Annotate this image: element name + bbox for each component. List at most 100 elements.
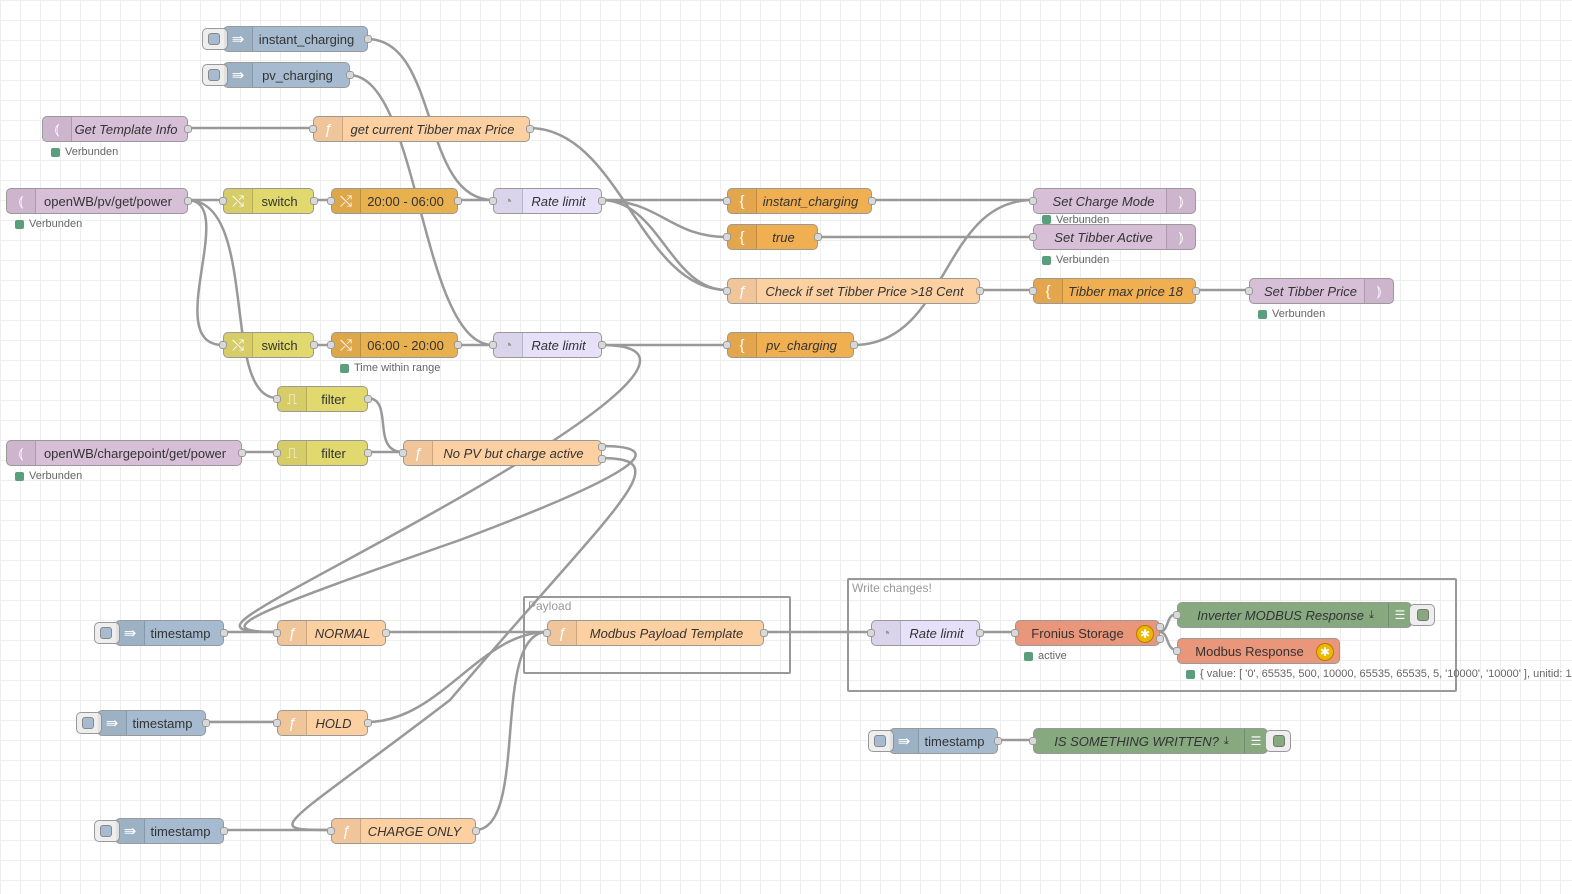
mqtt-in-node-get-template-info[interactable]: ⦅ Get Template Info Verbunden bbox=[42, 116, 192, 158]
inject-node-timestamp-3[interactable]: ⇛ timestamp bbox=[94, 818, 228, 844]
group-write-changes[interactable]: Write changes! bbox=[847, 578, 1457, 692]
output-port[interactable] bbox=[238, 449, 246, 457]
inject-trigger-button[interactable] bbox=[76, 712, 102, 734]
input-port[interactable] bbox=[723, 233, 731, 241]
output-port[interactable] bbox=[976, 287, 984, 295]
output-port[interactable] bbox=[364, 395, 372, 403]
filter-node-2[interactable]: ⎍ filter bbox=[273, 440, 372, 466]
output-port[interactable] bbox=[598, 455, 606, 463]
output-port[interactable] bbox=[814, 233, 822, 241]
output-port[interactable] bbox=[364, 35, 372, 43]
switch-node-1[interactable]: ⤭ switch bbox=[219, 188, 318, 214]
mqtt-out-node-set-charge-mode[interactable]: ⦆ Set Charge Mode Verbunden bbox=[1029, 188, 1196, 226]
input-port[interactable] bbox=[309, 125, 317, 133]
input-port[interactable] bbox=[867, 629, 875, 637]
output-port[interactable] bbox=[220, 827, 228, 835]
output-port[interactable] bbox=[598, 197, 606, 205]
input-port[interactable] bbox=[723, 197, 731, 205]
wire[interactable] bbox=[366, 396, 404, 454]
function-node-charge-only[interactable]: ƒ CHARGE ONLY bbox=[327, 818, 480, 844]
inject-trigger-button[interactable] bbox=[202, 28, 228, 50]
function-node-no-pv-but-charge-active[interactable]: ƒ No PV but charge active bbox=[399, 440, 606, 466]
output-port[interactable] bbox=[1156, 635, 1164, 643]
switch-node-2[interactable]: ⤭ switch bbox=[219, 332, 318, 358]
output-port[interactable] bbox=[454, 341, 462, 349]
input-port[interactable] bbox=[1173, 647, 1181, 655]
wire[interactable] bbox=[238, 343, 642, 634]
input-port[interactable] bbox=[1029, 737, 1037, 745]
modbus-response-node[interactable]: Modbus Response ✱ { value: [ '0', 65535,… bbox=[1173, 638, 1572, 680]
output-port[interactable] bbox=[598, 443, 606, 451]
change-node-true[interactable]: { true bbox=[723, 224, 822, 250]
input-port[interactable] bbox=[219, 341, 227, 349]
function-node-modbus-payload-template[interactable]: ƒ Modbus Payload Template bbox=[543, 620, 768, 646]
input-port[interactable] bbox=[489, 197, 497, 205]
input-port[interactable] bbox=[1011, 629, 1019, 637]
change-node-instant-charging[interactable]: { instant_charging bbox=[723, 188, 876, 214]
input-port[interactable] bbox=[273, 629, 281, 637]
output-port[interactable] bbox=[850, 341, 858, 349]
output-port[interactable] bbox=[382, 629, 390, 637]
inject-node-pv-charging[interactable]: ⇛ pv_charging bbox=[202, 62, 354, 88]
time-range-node-night[interactable]: ⤭ 20:00 - 06:00 bbox=[327, 188, 462, 214]
inject-trigger-button[interactable] bbox=[94, 622, 120, 644]
input-port[interactable] bbox=[1173, 611, 1181, 619]
function-node-hold[interactable]: ƒ HOLD bbox=[273, 710, 372, 736]
mqtt-in-node-pv-power[interactable]: ⦅ openWB/pv/get/power Verbunden bbox=[6, 188, 192, 230]
rate-limit-node-1[interactable]: ◔ Rate limit bbox=[489, 188, 606, 214]
inject-trigger-button[interactable] bbox=[202, 64, 228, 86]
change-node-pv-charging[interactable]: { pv_charging bbox=[723, 332, 858, 358]
input-port[interactable] bbox=[1029, 287, 1037, 295]
output-port[interactable] bbox=[454, 197, 462, 205]
wire[interactable] bbox=[291, 456, 637, 832]
output-port[interactable] bbox=[310, 197, 318, 205]
mqtt-in-node-chargepoint-power[interactable]: ⦅ openWB/chargepoint/get/power Verbunden bbox=[6, 440, 246, 482]
function-node-get-current-tibber-max-price[interactable]: ƒ get current Tibber max Price bbox=[309, 116, 534, 142]
inject-node-timestamp-4[interactable]: ⇛ timestamp bbox=[868, 728, 1002, 754]
wire[interactable] bbox=[600, 198, 728, 292]
input-port[interactable] bbox=[1029, 233, 1037, 241]
output-port[interactable] bbox=[364, 449, 372, 457]
input-port[interactable] bbox=[327, 341, 335, 349]
input-port[interactable] bbox=[543, 629, 551, 637]
output-port[interactable] bbox=[526, 125, 534, 133]
output-port[interactable] bbox=[184, 125, 192, 133]
wire[interactable] bbox=[600, 198, 728, 239]
change-node-tibber-max-price-18[interactable]: { Tibber max price 18 bbox=[1029, 278, 1200, 304]
inject-node-instant-charging[interactable]: ⇛ instant_charging bbox=[202, 26, 372, 52]
output-port[interactable] bbox=[202, 719, 210, 727]
input-port[interactable] bbox=[399, 449, 407, 457]
debug-node-inverter-modbus-response[interactable]: Inverter MODBUS Response⤓ ☰ bbox=[1173, 602, 1435, 628]
input-port[interactable] bbox=[273, 395, 281, 403]
group-payload[interactable]: Payload bbox=[523, 596, 791, 674]
filter-node-1[interactable]: ⎍ filter bbox=[273, 386, 372, 412]
input-port[interactable] bbox=[327, 197, 335, 205]
rate-limit-node-3[interactable]: ◔ Rate limit bbox=[867, 620, 984, 646]
output-port[interactable] bbox=[976, 629, 984, 637]
input-port[interactable] bbox=[273, 449, 281, 457]
input-port[interactable] bbox=[489, 341, 497, 349]
wire[interactable] bbox=[474, 630, 548, 832]
output-port[interactable] bbox=[472, 827, 480, 835]
input-port[interactable] bbox=[723, 341, 731, 349]
inject-node-timestamp-1[interactable]: ⇛ timestamp bbox=[94, 620, 228, 646]
modbus-write-node-fronius-storage[interactable]: Fronius Storage ✱ active bbox=[1011, 620, 1164, 662]
wire[interactable] bbox=[243, 444, 637, 634]
debug-node-is-something-written[interactable]: IS SOMETHING WRITTEN?⤓ ☰ bbox=[1029, 728, 1291, 754]
mqtt-out-node-set-tibber-active[interactable]: ⦆ Set Tibber Active Verbunden bbox=[1029, 224, 1196, 266]
input-port[interactable] bbox=[327, 827, 335, 835]
output-port[interactable] bbox=[346, 71, 354, 79]
output-port[interactable] bbox=[760, 629, 768, 637]
output-port[interactable] bbox=[868, 197, 876, 205]
function-node-check-tibber-price[interactable]: ƒ Check if set Tibber Price >18 Cent bbox=[723, 278, 984, 304]
input-port[interactable] bbox=[1029, 197, 1037, 205]
input-port[interactable] bbox=[723, 287, 731, 295]
mqtt-out-node-set-tibber-price[interactable]: ⦆ Set Tibber Price Verbunden bbox=[1245, 278, 1394, 320]
output-port[interactable] bbox=[310, 341, 318, 349]
output-port[interactable] bbox=[364, 719, 372, 727]
wire[interactable] bbox=[366, 630, 548, 724]
rate-limit-node-2[interactable]: ◔ Rate limit bbox=[489, 332, 606, 358]
debug-toggle-button[interactable] bbox=[1265, 730, 1291, 752]
wire[interactable] bbox=[186, 198, 224, 347]
